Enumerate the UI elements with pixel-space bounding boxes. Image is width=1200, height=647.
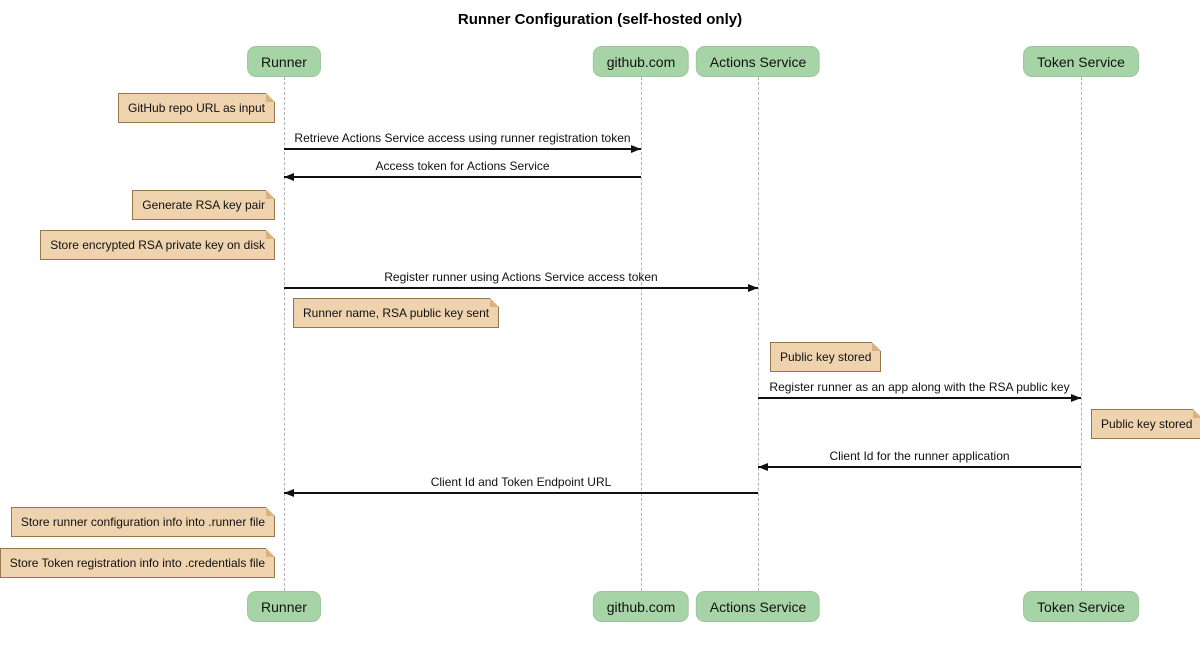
message-label: Access token for Actions Service [375,159,550,173]
note-generate-rsa-key: Generate RSA key pair [132,190,275,220]
message-label: Client Id and Token Endpoint URL [430,475,612,489]
lifeline-actions-service [758,77,759,591]
lifeline-github [641,77,642,591]
note-runner-name-sent: Runner name, RSA public key sent [293,298,500,328]
participant-token-service-top: Token Service [1023,46,1139,77]
message-label: Client Id for the runner application [829,449,1010,463]
message-register-app: Register runner as an app along with the… [758,380,1081,402]
message-label: Register runner as an app along with the… [769,380,1070,394]
participant-github-top: github.com [592,46,690,77]
participant-actions-service-bottom: Actions Service [695,591,821,622]
note-public-key-stored-token: Public key stored [1091,409,1200,439]
message-access-token: Access token for Actions Service [284,159,641,181]
message-line [758,463,1081,471]
message-register-runner: Register runner using Actions Service ac… [284,270,758,292]
arrowhead-right-icon [1071,394,1081,402]
note-store-credentials-file: Store Token registration info into .cred… [0,548,276,578]
note-public-key-stored-actions: Public key stored [770,342,882,372]
message-line [284,145,641,153]
participant-runner-bottom: Runner [247,591,321,622]
participant-github-bottom: github.com [592,591,690,622]
participant-token-service-bottom: Token Service [1023,591,1139,622]
note-store-runner-file: Store runner configuration info into .ru… [10,507,276,537]
note-store-private-key: Store encrypted RSA private key on disk [40,230,275,260]
message-client-id-endpoint: Client Id and Token Endpoint URL [284,475,758,497]
message-line [284,489,758,497]
arrowhead-left-icon [284,489,294,497]
arrowhead-left-icon [758,463,768,471]
lifeline-runner [284,77,285,591]
lifeline-token-service [1081,77,1082,591]
arrowhead-right-icon [631,145,641,153]
message-retrieve-actions-access: Retrieve Actions Service access using ru… [284,131,641,153]
message-line [284,284,758,292]
message-client-id: Client Id for the runner application [758,449,1081,471]
arrowhead-left-icon [284,173,294,181]
note-github-repo-url: GitHub repo URL as input [118,93,275,123]
message-label: Register runner using Actions Service ac… [384,270,658,284]
participant-actions-service-top: Actions Service [695,46,821,77]
message-line [284,173,641,181]
arrowhead-right-icon [748,284,758,292]
diagram-title: Runner Configuration (self-hosted only) [457,11,743,28]
message-label: Retrieve Actions Service access using ru… [294,131,631,145]
message-line [758,394,1081,402]
participant-runner-top: Runner [247,46,321,77]
